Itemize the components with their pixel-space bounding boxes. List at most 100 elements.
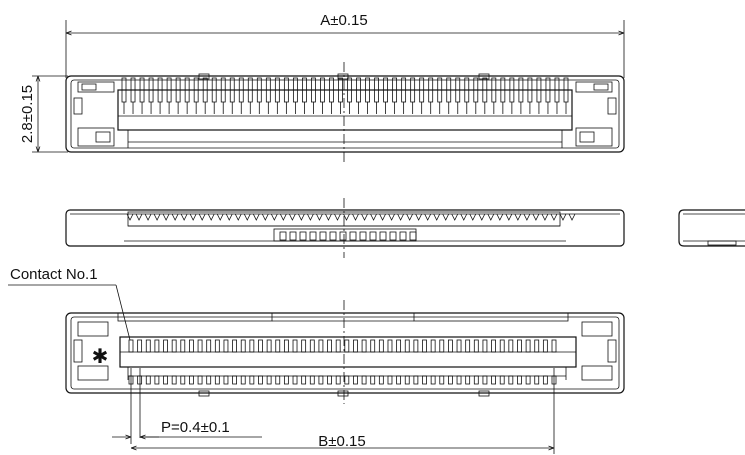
side-view-contact (325, 213, 332, 221)
side-view-contact (370, 213, 377, 221)
side-view-contact (261, 213, 269, 221)
side-view-contact (352, 213, 359, 221)
side-view-contact (334, 213, 341, 221)
side-view-contact (451, 213, 459, 221)
bottom-view-pin (525, 339, 531, 353)
bottom-view-pin-lead (439, 375, 445, 385)
bottom-view-pin (361, 339, 367, 353)
bottom-view-pin-lead (258, 375, 263, 385)
bottom-view-pin (542, 339, 548, 353)
bottom-view-pin (275, 339, 281, 353)
bottom-view-pin (292, 339, 298, 353)
bottom-view-pin (206, 339, 212, 353)
side-view-contact (496, 213, 504, 221)
side-view-slot (399, 231, 407, 241)
bottom-view-pin-lead (499, 375, 505, 385)
bottom-view-pin-lead (189, 375, 194, 385)
side-view-slot (319, 231, 327, 241)
side-view-contact (316, 213, 323, 221)
bottom-view-pin-lead (214, 375, 220, 385)
bottom-view-pin-lead (154, 375, 160, 385)
bottom-view-pin-lead (491, 375, 496, 385)
pitch-dimension-label: P=0.4±0.1 (161, 419, 230, 436)
bottom-view-pin (396, 339, 402, 353)
contact-span-dimension-label: B±0.15 (318, 433, 365, 450)
bottom-view-pin (413, 339, 419, 353)
side-view-contact (505, 213, 513, 221)
bottom-view-pin-lead (223, 375, 229, 385)
bottom-view-pin (283, 339, 289, 353)
side-view-contact (189, 213, 197, 221)
side-view-contact (171, 213, 179, 221)
bottom-view-pin (439, 339, 445, 353)
side-view-contact (289, 213, 296, 221)
bottom-view-pin (301, 339, 307, 353)
side-view-contact (243, 213, 251, 221)
bottom-view-pin-lead (232, 375, 237, 385)
bottom-view-pin (223, 339, 229, 353)
bottom-view-pin-lead (240, 375, 246, 385)
bottom-view-pin-lead (542, 375, 548, 385)
bottom-view-pin (482, 339, 488, 353)
side-view-contact (144, 213, 152, 221)
bottom-view-pin-lead (378, 375, 384, 385)
bottom-view-pin-lead (171, 375, 177, 385)
bottom-view-pin (258, 339, 263, 353)
bottom-view-pin (163, 339, 168, 353)
bottom-view-pin-lead (163, 375, 168, 385)
bottom-view-pin (370, 339, 376, 353)
side-view-slot (409, 231, 417, 241)
contact-no1-label: Contact No.1 (10, 266, 98, 283)
side-view-contact (252, 213, 260, 221)
bottom-view-pin-lead (456, 375, 462, 385)
bottom-view-pin-lead (318, 375, 324, 385)
bottom-view-pin (465, 339, 471, 353)
bottom-view-pin-lead (534, 375, 540, 385)
bottom-view-pin (517, 339, 522, 353)
side-view-contact (207, 213, 215, 221)
bottom-view-pin-lead (206, 375, 212, 385)
bottom-view-pin-lead (292, 375, 298, 385)
bottom-view-pin (189, 339, 194, 353)
bottom-view-pin (145, 339, 151, 353)
bottom-view-pin (197, 339, 203, 353)
bottom-view-pin (335, 339, 341, 353)
side-view-slot (349, 231, 357, 241)
bottom-view-pin (353, 339, 358, 353)
side-view-slot (299, 231, 307, 241)
side-view-slot (309, 231, 317, 241)
side-view-contact (162, 213, 170, 221)
bottom-view-pin-lead (344, 375, 350, 385)
side-view-contact (135, 213, 143, 221)
side-view-contact (523, 213, 531, 221)
side-view-contact (532, 213, 540, 221)
bottom-view-pin-lead (387, 375, 393, 385)
side-view-slot (389, 231, 397, 241)
bottom-view-pin-lead (473, 375, 479, 385)
bottom-view-pin (214, 339, 220, 353)
side-view-contact (415, 213, 423, 221)
bottom-view-pin-lead (145, 375, 151, 385)
side-view-slot (339, 231, 347, 241)
bottom-view-pin (171, 339, 177, 353)
bottom-view-pin (249, 339, 255, 353)
bottom-view-pin (180, 339, 186, 353)
side-view-slot (369, 231, 377, 241)
bottom-view-pin (309, 339, 315, 353)
bottom-view-pin-lead (249, 375, 255, 385)
side-view-contact (460, 213, 468, 221)
bottom-view-pin (491, 339, 496, 353)
bottom-view-pin-lead (508, 375, 514, 385)
side-view-contact (487, 213, 495, 221)
side-view-slot (379, 231, 387, 241)
side-view-contact (406, 213, 413, 221)
bottom-view-pin-lead (430, 375, 436, 385)
side-view-contact (234, 213, 242, 221)
side-view-contact (270, 213, 278, 221)
bottom-view-pin-lead (482, 375, 488, 385)
side-view-contact (126, 213, 134, 221)
side-view-contact (153, 213, 161, 221)
side-view-slot (329, 231, 337, 241)
bottom-view-pin-lead (361, 375, 367, 385)
